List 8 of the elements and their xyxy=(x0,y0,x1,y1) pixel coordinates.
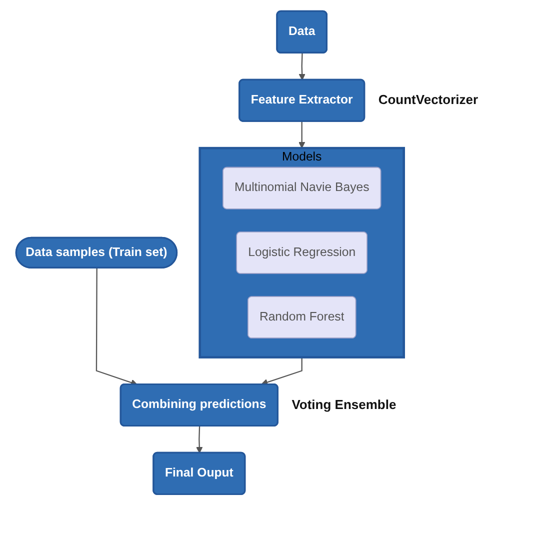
annotation-text: CountVectorizer xyxy=(378,92,478,108)
arrow xyxy=(298,121,306,148)
arrow xyxy=(298,53,306,80)
arrow xyxy=(196,426,203,454)
arrow xyxy=(261,357,302,386)
arrow xyxy=(96,268,138,386)
annotation-text: Voting Ensemble xyxy=(292,396,396,412)
cluster xyxy=(198,146,405,358)
